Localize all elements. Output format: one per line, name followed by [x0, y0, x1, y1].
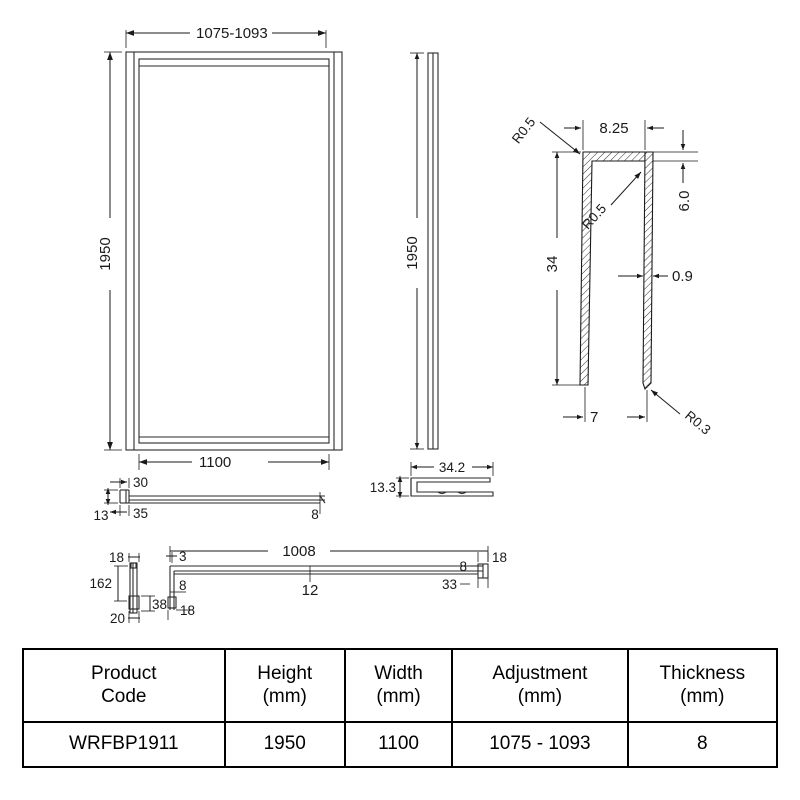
spec-table-container: Product Code Height (mm) Width (mm) Adju…: [22, 648, 779, 768]
cell-height: 1950: [223, 721, 346, 768]
header-height-line1: Height: [257, 662, 313, 684]
side-channel-section-view: 34.2 13.3: [370, 460, 494, 498]
header-adjustment-line1: Adjustment: [492, 662, 588, 684]
dim-profile-top-width: 8.25: [599, 120, 628, 137]
dim-endcap-top: 18: [109, 550, 124, 565]
cell-product-code: WRFBP1911: [22, 721, 226, 768]
header-product-code-line1: Product: [91, 662, 157, 684]
header-thickness-line2: (mm): [680, 686, 725, 707]
dim-side-channel-width: 34.2: [439, 460, 465, 475]
dim-top-section-8: 8: [311, 507, 319, 522]
dim-rail-left-top: 3: [179, 549, 187, 564]
dim-top-section-13: 13: [93, 508, 108, 523]
header-thickness-line1: Thickness: [659, 662, 746, 684]
dim-profile-wall-thickness: 0.9: [672, 268, 693, 285]
dim-rail-right-inner: 8: [459, 559, 467, 574]
dim-side-height: 1950: [404, 236, 421, 269]
header-height: Height (mm): [223, 648, 346, 723]
header-height-line2: (mm): [262, 686, 307, 707]
front-elevation-view: 1075-1093 1950 1100: [97, 25, 343, 471]
dim-rail-right-bottom: 33: [442, 577, 457, 592]
label-profile-radius-bottom: R0.3: [682, 408, 713, 438]
dim-top-section-30: 30: [133, 475, 148, 490]
dim-profile-left-height: 34: [544, 256, 561, 273]
dim-front-bottom: 1100: [199, 454, 231, 471]
dim-profile-bottom-offset: 7: [590, 409, 598, 426]
header-width-line1: Width: [374, 662, 423, 684]
cell-width: 1100: [343, 721, 454, 768]
end-cap-detail-view: 18 162 20 38: [89, 550, 167, 626]
dim-rail-centre: 12: [302, 582, 319, 599]
label-profile-radius-top: R0.5: [509, 115, 538, 147]
top-frame-section-view: 30 13 35 8: [93, 475, 326, 523]
header-adjustment-line2: (mm): [517, 686, 563, 707]
table-row: WRFBP1911 1950 1100 1075 - 1093 8: [22, 721, 779, 768]
cell-thickness: 8: [626, 721, 779, 768]
header-thickness: Thickness (mm): [626, 648, 779, 723]
header-product-code-line2: Code: [101, 686, 147, 707]
dim-front-top: 1075-1093: [196, 25, 268, 42]
dim-rail-left-bottom: 18: [180, 603, 195, 618]
dim-profile-right-height: 6.0: [676, 191, 693, 212]
dim-endcap-left: 162: [89, 576, 112, 591]
product-spec-table: Product Code Height (mm) Width (mm) Adju…: [22, 648, 779, 768]
extrusion-profile-detail-view: 8.25 R0.5 R0.5 6.0 34 0.9: [509, 115, 714, 438]
header-adjustment: Adjustment (mm): [451, 648, 629, 723]
cell-adjustment: 1075 - 1093: [451, 721, 629, 768]
table-header-row: Product Code Height (mm) Width (mm) Adju…: [22, 648, 779, 723]
header-width-line2: (mm): [376, 686, 421, 707]
dim-top-section-35: 35: [133, 506, 148, 521]
bottom-rail-detail-view: 1008 3 8 18 12 8 18: [166, 543, 507, 620]
dim-endcap-bottom: 20: [110, 611, 125, 626]
header-width: Width (mm): [343, 648, 454, 723]
dim-endcap-right: 38: [152, 597, 167, 612]
dim-rail-right-top: 18: [492, 550, 507, 565]
side-elevation-view: 1950: [404, 52, 439, 450]
dim-side-channel-height: 13.3: [370, 480, 396, 495]
dim-rail-left-inner: 8: [179, 578, 187, 593]
dim-rail-length: 1008: [282, 543, 315, 560]
dim-front-left: 1950: [97, 237, 114, 270]
header-product-code: Product Code: [22, 648, 226, 723]
